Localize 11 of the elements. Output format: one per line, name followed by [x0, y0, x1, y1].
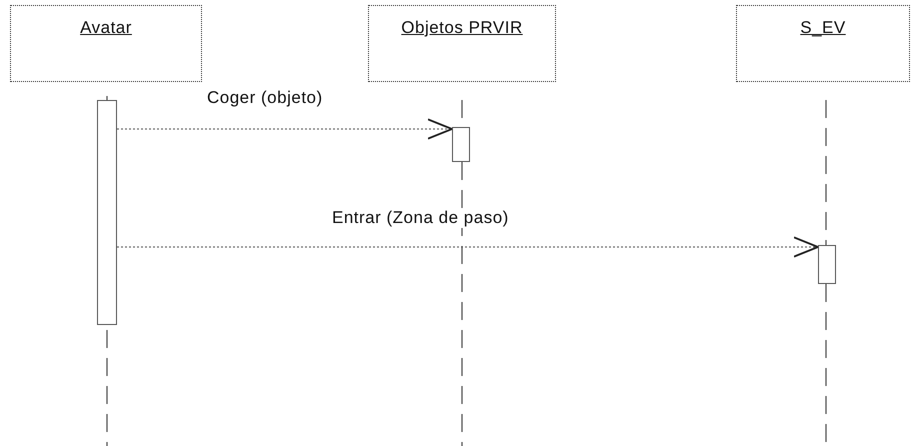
activation-bar — [452, 127, 470, 162]
message-arrow — [116, 118, 453, 140]
activation-bar — [818, 245, 836, 284]
object-box — [10, 5, 202, 82]
message-arrow — [116, 236, 819, 258]
object-name: Avatar — [79, 18, 133, 38]
object-name: Objetos PRVIR — [400, 18, 524, 38]
object-name: S_EV — [799, 18, 847, 38]
object-box — [736, 5, 910, 82]
activation-bar — [97, 100, 117, 325]
object-box — [368, 5, 556, 82]
